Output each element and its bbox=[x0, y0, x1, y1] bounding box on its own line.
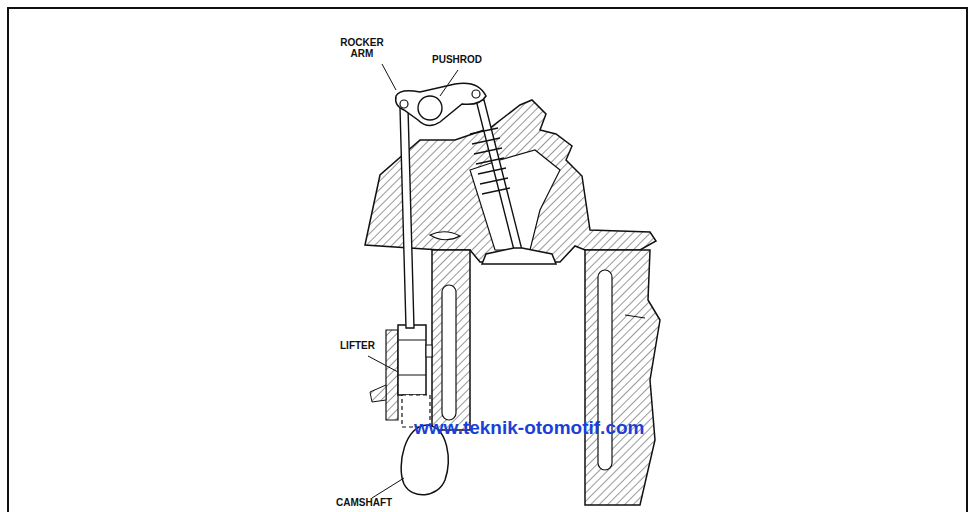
oil-passage bbox=[370, 385, 386, 402]
leader-line bbox=[368, 356, 398, 372]
part-label: LIFTER bbox=[340, 341, 400, 352]
lifter-nub bbox=[426, 345, 432, 357]
lifter-line bbox=[398, 375, 426, 376]
leader-line bbox=[372, 478, 404, 498]
water-jacket bbox=[442, 285, 456, 420]
valve-stem bbox=[476, 100, 522, 250]
frame-border bbox=[8, 8, 967, 512]
block-wall-left bbox=[432, 250, 470, 430]
leader-line bbox=[440, 70, 458, 96]
valve-head bbox=[482, 248, 556, 264]
lifter-line bbox=[398, 340, 426, 341]
pushrod-shape bbox=[400, 108, 414, 328]
watermark: www.teknik-otomotif.com bbox=[414, 418, 714, 438]
valve-spring bbox=[470, 128, 510, 194]
oil-gallery bbox=[625, 315, 645, 318]
leader-line bbox=[382, 64, 396, 90]
lifter-bore bbox=[386, 330, 398, 420]
part-label: PUSHROD bbox=[432, 55, 512, 66]
water-jacket bbox=[598, 270, 612, 470]
rocker-pivot bbox=[418, 96, 442, 120]
block-wall-right bbox=[585, 250, 660, 505]
part-label: CAMSHAFT bbox=[336, 498, 416, 509]
coolant-passage bbox=[430, 232, 460, 240]
part-label: ROCKER ARM bbox=[334, 38, 390, 59]
rocker-tip bbox=[472, 90, 480, 98]
lifter-body bbox=[398, 325, 426, 395]
rocker-arm-shape bbox=[396, 83, 486, 125]
pushrod-cup bbox=[400, 100, 408, 108]
